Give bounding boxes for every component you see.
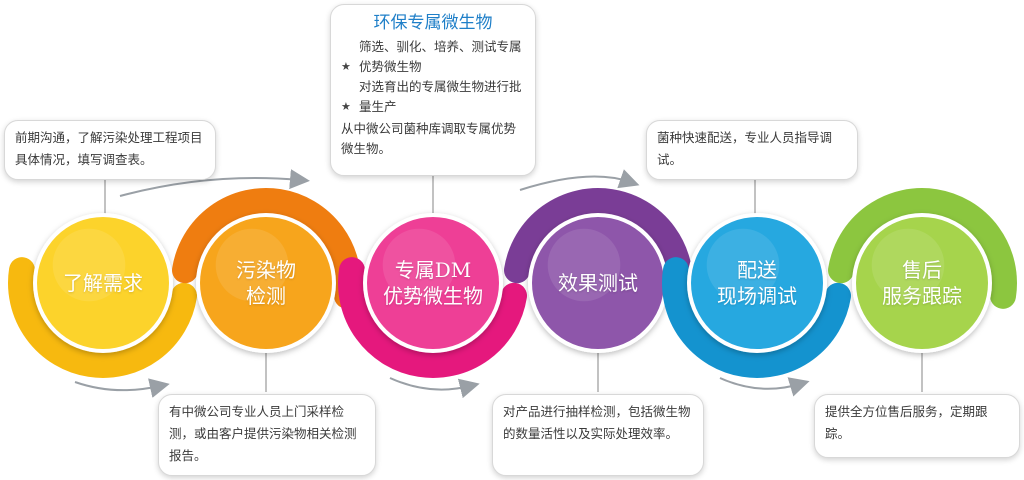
step-highlight-4	[547, 228, 621, 302]
step-label-6: 售后 服务跟踪	[882, 257, 962, 309]
step-label-4-line1: 效果测试	[558, 271, 638, 295]
step-label-3: 专属DM 优势微生物	[383, 257, 483, 309]
step-highlight-3	[382, 228, 456, 302]
step-ribbon-6	[828, 188, 1017, 309]
step-highlight-2	[215, 228, 289, 302]
callout-step3-item1-text: 筛选、驯化、培养、测试专属优势微生物	[359, 39, 522, 74]
step-disc-6	[856, 217, 988, 349]
step-highlight-1	[52, 228, 126, 302]
step-ribbon-3	[338, 257, 527, 378]
flow-arrows	[74, 169, 810, 399]
step-highlight-6	[871, 228, 945, 302]
steps-layer	[8, 188, 1017, 378]
step-disc-3	[367, 217, 499, 349]
callout-step6-text: 提供全方位售后服务，定期跟踪。	[825, 404, 988, 441]
step-disc-1	[37, 217, 169, 349]
step-label-2: 污染物 检测	[236, 257, 296, 309]
callout-step2: 有中微公司专业人员上门采样检测，或由客户提供污染物相关检测报告。	[158, 394, 376, 476]
flow-arrow-top-1	[119, 169, 310, 197]
step-label-5-line2: 现场调试	[717, 284, 797, 308]
callout-step1: 前期沟通，了解污染处理工程项目具体情况，填写调查表。	[4, 120, 216, 180]
callout-step3-title: 环保专属微生物	[373, 13, 493, 33]
callout-step3-item1: ★ 筛选、驯化、培养、测试专属优势微生物	[341, 37, 525, 77]
step-disc-2	[200, 217, 332, 349]
star-bullet-icon: ★	[341, 100, 351, 113]
callout-step2-text: 有中微公司专业人员上门采样检测，或由客户提供污染物相关检测报告。	[169, 404, 357, 463]
step-label-1: 了解需求	[63, 270, 143, 296]
callout-step4-text: 对产品进行抽样检测，包括微生物的数量活性以及实际处理效率。	[503, 404, 691, 441]
callout-step3: 环保专属微生物 ★ 筛选、驯化、培养、测试专属优势微生物 ★ 对选育出的专属微生…	[330, 4, 536, 176]
step-label-5: 配送 现场调试	[717, 257, 797, 309]
star-bullet-icon: ★	[341, 60, 351, 73]
callout-step5-text: 菌种快速配送，专业人员指导调试。	[657, 130, 833, 167]
step-ribbon-1	[8, 257, 197, 378]
flow-arrow-top-2	[519, 169, 640, 191]
step-label-4: 效果测试	[558, 270, 638, 296]
callout-step3-item2-text: 对选育出的专属微生物进行批量生产	[359, 79, 522, 114]
step-label-1-line1: 了解需求	[63, 271, 143, 295]
callout-step4: 对产品进行抽样检测，包括微生物的数量活性以及实际处理效率。	[492, 394, 704, 476]
step-label-2-line1: 污染物	[236, 258, 296, 282]
callout-step3-foot: 从中微公司菌种库调取专属优势微生物。	[341, 121, 517, 156]
step-circle-4	[504, 188, 693, 353]
callout-step5: 菌种快速配送，专业人员指导调试。	[646, 120, 858, 180]
step-circle-5	[662, 213, 851, 378]
step-label-3-line2: 优势微生物	[383, 284, 483, 308]
step-circle-1	[8, 213, 197, 378]
step-label-2-line2: 检测	[246, 284, 286, 308]
callout-step3-item2: ★ 对选育出的专属微生物进行批量生产	[341, 77, 525, 117]
step-circle-6	[828, 188, 1017, 353]
callout-step1-text: 前期沟通，了解污染处理工程项目具体情况，填写调查表。	[15, 130, 203, 167]
step-disc-4	[532, 217, 664, 349]
step-disc-5	[691, 217, 823, 349]
flow-arrow-bottom-2	[389, 377, 480, 399]
step-label-3-line1: 专属DM	[394, 258, 472, 282]
flow-arrow-bottom-3	[719, 377, 810, 397]
step-ribbon-5	[662, 257, 851, 378]
step-label-5-line1: 配送	[737, 258, 777, 282]
step-circle-2	[172, 188, 361, 353]
step-ribbon-2	[172, 188, 361, 309]
step-circle-3	[338, 213, 527, 378]
step-label-6-line2: 服务跟踪	[882, 284, 962, 308]
callout-step6: 提供全方位售后服务，定期跟踪。	[814, 394, 1020, 458]
step-highlight-5	[706, 228, 780, 302]
step-label-6-line1: 售后	[902, 258, 942, 282]
flow-arrow-bottom-1	[74, 378, 170, 398]
